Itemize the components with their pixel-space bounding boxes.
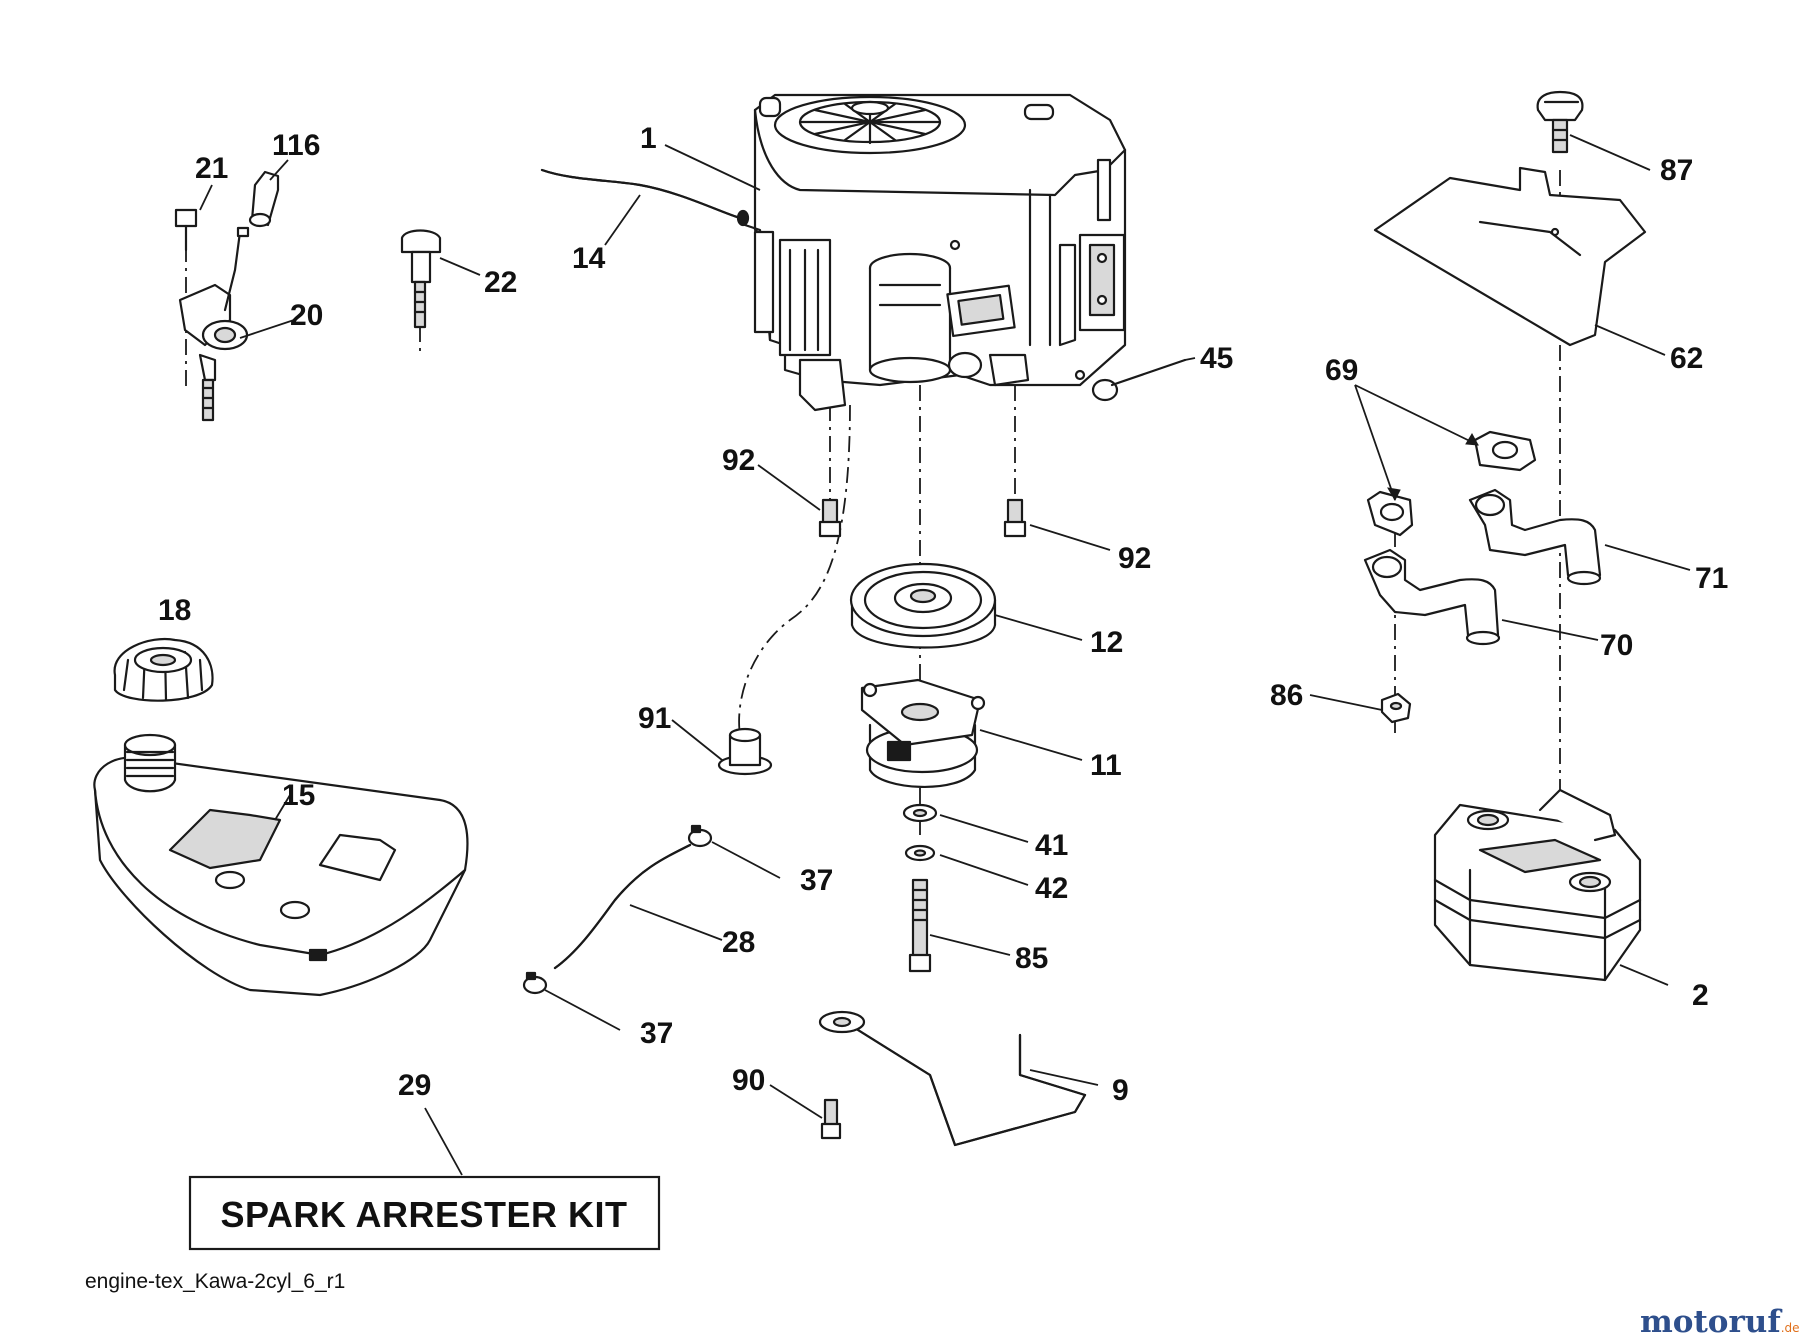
heat-shield[interactable] xyxy=(1373,166,1647,347)
callout-42: 42 xyxy=(1035,872,1068,905)
callout-20: 20 xyxy=(290,299,323,332)
callout-12: 12 xyxy=(1090,626,1123,659)
spark-arrester-kit-box: SPARK ARRESTER KIT xyxy=(188,1175,661,1251)
electric-clutch[interactable] xyxy=(860,678,986,788)
callout-14: 14 xyxy=(572,242,606,275)
fuel-cap[interactable] xyxy=(113,637,214,702)
exhaust-pipe-70[interactable] xyxy=(1363,548,1501,646)
callout-90: 90 xyxy=(732,1064,765,1097)
callout-92-left: 92 xyxy=(722,444,755,477)
watermark-logo: motoruf.de xyxy=(1640,1304,1800,1340)
pulley[interactable] xyxy=(849,562,997,649)
fuel-tank[interactable] xyxy=(93,733,469,997)
callout-9: 9 xyxy=(1112,1074,1129,1107)
bolt-92-left[interactable] xyxy=(818,498,842,538)
bolt-85[interactable] xyxy=(908,878,932,973)
oil-drain-plug[interactable] xyxy=(1091,358,1187,402)
callout-91: 91 xyxy=(638,702,671,735)
hose-clamp-upper[interactable] xyxy=(687,824,713,848)
callout-2: 2 xyxy=(1692,979,1709,1012)
callout-85: 85 xyxy=(1015,942,1048,975)
watermark-suffix: .de xyxy=(1781,1321,1800,1335)
callout-86: 86 xyxy=(1270,679,1303,712)
muffler[interactable] xyxy=(1433,788,1642,982)
exhaust-gasket-lower[interactable] xyxy=(1366,490,1414,537)
spacer-41[interactable] xyxy=(902,803,938,823)
fuel-hose[interactable] xyxy=(540,168,750,227)
exhaust-gasket-upper[interactable] xyxy=(1473,430,1537,472)
callout-11: 11 xyxy=(1090,749,1122,782)
callout-21: 21 xyxy=(195,152,228,185)
spark-arrester-kit-label: SPARK ARRESTER KIT xyxy=(220,1194,627,1235)
washer-42[interactable] xyxy=(904,844,936,862)
watermark-brand-name: motoruf xyxy=(1640,1304,1782,1340)
leader-lines xyxy=(199,134,1691,1176)
throttle-control[interactable] xyxy=(178,226,250,422)
callout-28: 28 xyxy=(722,926,755,959)
callout-37-lower: 37 xyxy=(640,1017,673,1050)
callout-69: 69 xyxy=(1325,354,1358,387)
callout-labels: 1 2 9 11 12 14 15 18 20 21 22 28 29 37 3… xyxy=(158,122,1728,1107)
grommet[interactable] xyxy=(717,727,773,776)
callout-18: 18 xyxy=(158,594,191,627)
fuel-line[interactable] xyxy=(553,843,692,970)
callout-22: 22 xyxy=(484,266,517,299)
callout-45: 45 xyxy=(1200,342,1233,375)
exhaust-pipe-71[interactable] xyxy=(1468,488,1602,586)
callout-92-right: 92 xyxy=(1118,542,1151,575)
nut-86[interactable] xyxy=(1380,692,1412,724)
callout-29: 29 xyxy=(398,1069,431,1102)
callout-15: 15 xyxy=(282,779,315,812)
bolt-92-right[interactable] xyxy=(1003,498,1027,538)
callout-71: 71 xyxy=(1695,562,1728,595)
callout-62: 62 xyxy=(1670,342,1703,375)
callout-41: 41 xyxy=(1035,829,1068,862)
bolt-21[interactable] xyxy=(174,208,198,252)
callout-1: 1 xyxy=(640,122,657,155)
callout-37-upper: 37 xyxy=(800,864,833,897)
callout-87: 87 xyxy=(1660,154,1693,187)
bracket-rod[interactable] xyxy=(818,1010,1087,1147)
callout-70: 70 xyxy=(1600,629,1633,662)
control-knob[interactable] xyxy=(248,170,280,228)
callout-116: 116 xyxy=(272,129,320,162)
diagram-reference: engine-tex_Kawa-2cyl_6_r1 xyxy=(85,1270,345,1293)
dipstick-cap[interactable] xyxy=(400,229,442,329)
bolt-90[interactable] xyxy=(820,1098,842,1140)
hose-clamp-lower[interactable] xyxy=(522,971,548,995)
engine[interactable] xyxy=(743,93,1127,412)
watermark-brand: motoruf.de xyxy=(1640,1304,1800,1340)
heat-shield-knob[interactable] xyxy=(1536,90,1584,154)
